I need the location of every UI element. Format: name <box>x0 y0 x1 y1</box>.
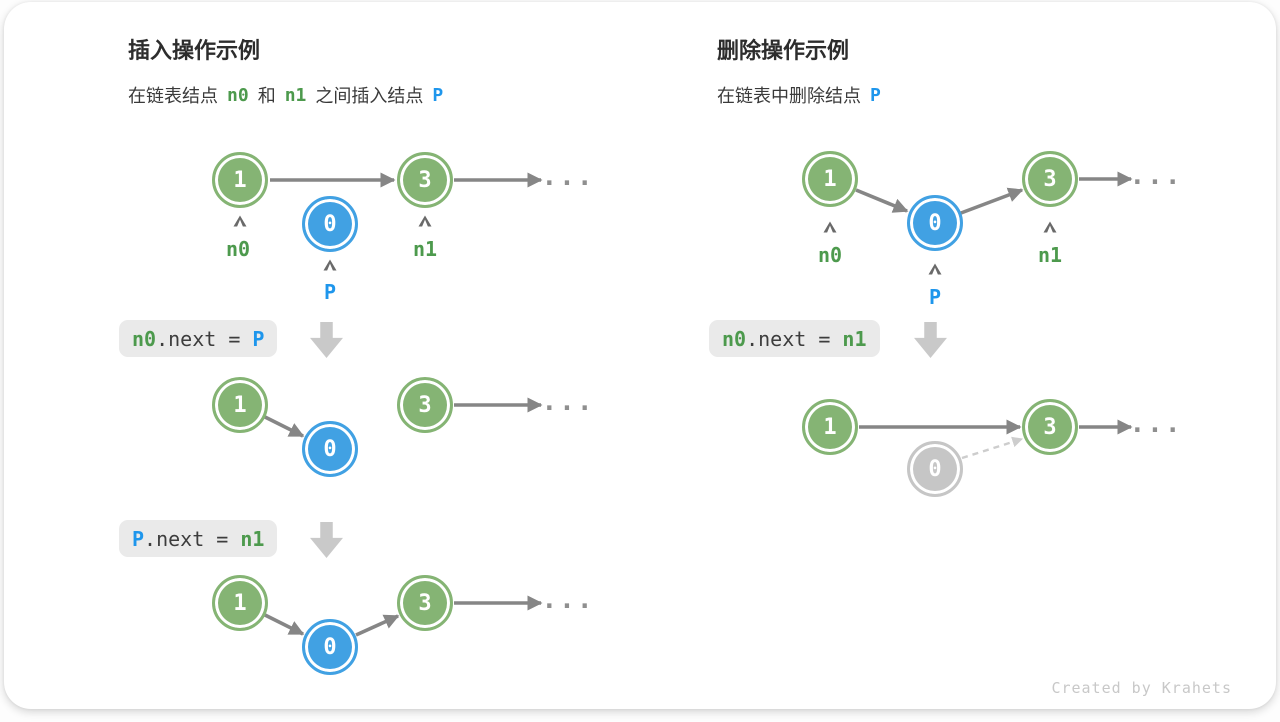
node-1: 1 <box>212 152 268 208</box>
caret-up-icon <box>1043 221 1057 233</box>
node-1: 1 <box>212 575 268 631</box>
pointer-label-n0: n0 <box>817 243 843 267</box>
insert-title: 插入操作示例 <box>128 38 261 63</box>
code-text: .next = <box>144 526 241 551</box>
pointer-label-p: P <box>323 280 337 304</box>
transition-down-arrow-icon <box>310 322 343 358</box>
token-p: P <box>432 84 444 106</box>
subtitle-text: 在链表结点 <box>128 86 218 106</box>
ellipsis: ... <box>1129 409 1183 439</box>
delete-title: 删除操作示例 <box>717 38 850 63</box>
delete-subtitle: 在链表中删除结点 P <box>717 82 881 108</box>
insert-subtitle: 在链表结点 n0 和 n1 之间插入结点 P <box>128 82 443 108</box>
node-value: 1 <box>233 167 247 193</box>
node-value: 3 <box>1043 414 1057 440</box>
subtitle-text: 之间插入结点 <box>315 86 424 106</box>
diagram-card: 插入操作示例 在链表结点 n0 和 n1 之间插入结点 P 1 0 3 ... … <box>4 2 1276 709</box>
token-n1: n1 <box>284 84 307 106</box>
node-value: 1 <box>823 166 837 192</box>
node-value: 1 <box>233 590 247 616</box>
pointer-label-n1: n1 <box>1037 243 1063 267</box>
node-3: 3 <box>397 152 453 208</box>
node-3: 3 <box>1022 151 1078 207</box>
transition-down-arrow-icon <box>310 522 343 558</box>
caret-up-icon <box>418 215 432 227</box>
credit-text: Created by Krahets <box>1051 679 1232 697</box>
node-0-p: 0 <box>302 421 358 477</box>
node-1: 1 <box>212 377 268 433</box>
node-3: 3 <box>397 377 453 433</box>
arrow-p-to-n1 <box>960 187 1024 215</box>
caret-up-icon <box>823 221 837 233</box>
node-0-p: 0 <box>302 196 358 252</box>
node-value: 0 <box>323 634 337 660</box>
token-n0: n0 <box>227 84 249 106</box>
code-token-p: P <box>252 326 265 351</box>
arrow-deleted-dashed <box>961 436 1024 460</box>
node-0-deleted: 0 <box>907 441 963 497</box>
node-0-p: 0 <box>907 195 963 251</box>
arrow-n0-to-p <box>264 415 305 438</box>
node-3: 3 <box>1022 399 1078 455</box>
node-value: 1 <box>233 392 247 418</box>
caret-up-icon <box>233 215 247 227</box>
code-box-n0-next-p: n0.next = P <box>119 320 278 357</box>
code-text: .next = <box>746 326 843 351</box>
pointer-label-n0: n0 <box>225 237 251 261</box>
code-box-n0-next-n1: n0.next = n1 <box>709 320 880 357</box>
subtitle-text: 在链表中删除结点 <box>717 86 861 106</box>
arrow-n0-to-p <box>855 188 909 213</box>
ellipsis: ... <box>541 387 595 417</box>
node-value: 1 <box>823 414 837 440</box>
node-1: 1 <box>802 151 858 207</box>
node-value: 0 <box>928 210 942 236</box>
node-value: 3 <box>1043 166 1057 192</box>
pointer-label-n1: n1 <box>412 237 438 261</box>
node-1: 1 <box>802 399 858 455</box>
node-value: 3 <box>418 590 432 616</box>
code-text: .next = <box>156 326 253 351</box>
ellipsis: ... <box>541 162 595 192</box>
transition-down-arrow-icon <box>914 322 947 358</box>
code-token-n0: n0 <box>722 326 747 351</box>
node-value: 0 <box>323 211 337 237</box>
node-3: 3 <box>397 575 453 631</box>
arrow-p-to-n1 <box>355 614 400 637</box>
arrow-layer <box>264 171 1133 637</box>
pointer-label-p: P <box>928 285 942 309</box>
node-value: 3 <box>418 167 432 193</box>
code-token-n1: n1 <box>240 526 265 551</box>
code-box-p-next-n1: P.next = n1 <box>119 520 278 557</box>
arrow-n0-to-p <box>264 613 305 636</box>
node-0-p: 0 <box>302 619 358 675</box>
code-token-p: P <box>132 526 145 551</box>
caret-up-icon <box>323 259 337 271</box>
node-value: 0 <box>928 456 942 482</box>
node-value: 3 <box>418 392 432 418</box>
node-value: 0 <box>323 436 337 462</box>
code-token-n1: n1 <box>842 326 867 351</box>
token-p: P <box>870 84 881 106</box>
subtitle-text: 和 <box>257 86 276 106</box>
ellipsis: ... <box>1129 161 1183 191</box>
code-token-n0: n0 <box>132 326 157 351</box>
caret-up-icon <box>928 263 942 275</box>
ellipsis: ... <box>541 585 595 615</box>
